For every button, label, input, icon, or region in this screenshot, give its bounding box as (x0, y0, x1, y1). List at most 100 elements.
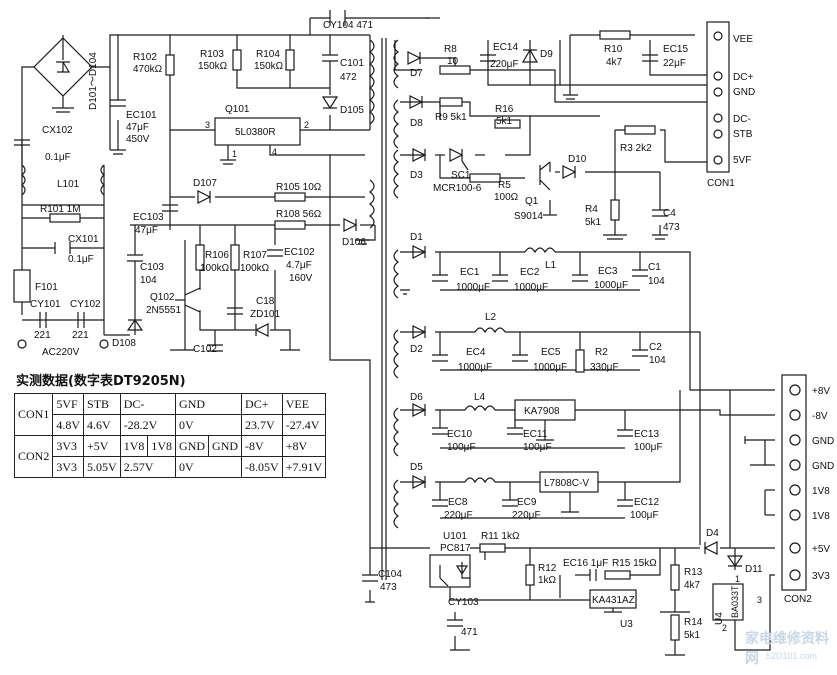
label-u4p3: 3 (757, 595, 762, 605)
cell: GND (175, 393, 243, 415)
label-c104: C104 (378, 569, 402, 580)
label-p3: 3 (205, 120, 210, 130)
con2-pin-gnd2: GND (812, 461, 834, 472)
label-ac: AC220V (42, 347, 80, 358)
connector-con2 (781, 374, 807, 591)
con1-pin-dcminus: DC- (733, 114, 751, 125)
con1-pin-vee: VEE (733, 34, 753, 45)
label-c1: C1 (648, 262, 661, 273)
label-r108: R108 56Ω (276, 209, 322, 220)
label-ec5: EC5 (541, 347, 561, 358)
ic-q101 (214, 117, 301, 146)
label-ec102v1: 4.7μF (286, 260, 312, 271)
table-row: CON1 5VF STB DC- GND DC+ VEE (13, 393, 327, 436)
label-d8: D8 (410, 118, 423, 129)
label-ec14v: 220μF (490, 59, 519, 70)
label-u4: U4 (714, 612, 725, 625)
diode-d106 (343, 218, 358, 232)
con2-labels: +8V -8V GND GND 1V8 1V8 +5V 3V3 CON2 (784, 386, 834, 605)
label-d4: D4 (706, 528, 719, 539)
ac-plug (17, 339, 109, 349)
zener-zd101 (254, 323, 269, 337)
cell: -28.2V (119, 414, 177, 436)
resistor-r106 (195, 244, 205, 271)
label-l4: L4 (474, 392, 486, 403)
inductor-l3 (464, 477, 496, 484)
label-cy101v: 221 (34, 330, 51, 341)
ground-symbols (52, 17, 750, 656)
label-ka7908: KA7908 (524, 406, 560, 417)
label-r4: R4 (585, 204, 598, 215)
label-r3: R3 2k2 (620, 143, 652, 154)
label-ec3v: 1000μF (594, 280, 628, 291)
label-c101: C101 (340, 58, 364, 69)
cell: 2.57V (119, 456, 177, 478)
diode-d2 (412, 325, 427, 339)
label-ec103: EC103 (133, 212, 164, 223)
label-cy104: CY104 471 (323, 20, 373, 31)
diode-d107 (197, 190, 212, 204)
label-ec11: EC11 (523, 429, 548, 440)
con2-pin-plus8v: +8V (812, 386, 830, 397)
capacitor-c4 (652, 209, 668, 217)
label-d11: D11 (745, 564, 763, 575)
table-row: 4.8V 4.6V -28.2V 0V 23.7V -27.4V (15, 414, 327, 436)
cell: -27.4V (281, 414, 327, 436)
con1-labels: VEE DC+ GND DC- STB 5VF CON1 (707, 34, 755, 189)
label-ec1: EC1 (460, 267, 480, 278)
capacitor-ec2 (492, 274, 508, 282)
label-q1: Q1 (525, 196, 539, 207)
label-ec5v: 1000μF (533, 362, 567, 373)
row-label-con2: CON2 (13, 435, 54, 478)
fuse-f101 (13, 269, 31, 303)
capacitor-c103 (127, 254, 143, 275)
label-sc1v: MCR100-6 (433, 183, 482, 194)
cell: DC- (119, 393, 177, 415)
label-ec103v: 47μF (135, 225, 158, 236)
regulator-ka431az (589, 589, 637, 609)
label-r104v: 150kΩ (254, 61, 284, 72)
cell: GND (175, 435, 210, 457)
label-r15: R15 15kΩ (612, 558, 657, 569)
cell: 5.05V (83, 456, 121, 478)
capacitor-ec9 (502, 499, 518, 507)
resistor-r14 (670, 614, 680, 641)
con2-pin-1v8a: 1V8 (812, 486, 830, 497)
resistor-r8 (439, 65, 471, 75)
transformer (369, 38, 399, 580)
label-r5v: 100Ω (494, 192, 519, 203)
label-c4: C4 (663, 208, 676, 219)
label-r4v: 5k1 (585, 217, 602, 228)
transistor-q102 (184, 287, 201, 313)
label-ec1v: 1000μF (456, 282, 490, 293)
label-r16v: 5k1 (496, 116, 513, 127)
row-label-con1: CON1 (13, 393, 54, 436)
label-ec101v2: 450V (126, 134, 150, 145)
resistor-r5 (469, 173, 501, 183)
label-q102v: 2N5551 (146, 305, 181, 316)
label-pc817: PC817 (440, 543, 471, 554)
capacitor-c1 (632, 269, 648, 277)
label-d107: D107 (193, 178, 217, 189)
label-f101: F101 (35, 282, 58, 293)
label-ec10v: 100μF (447, 442, 476, 453)
label-q101: Q101 (225, 104, 250, 115)
con1-pin-dcplus: DC+ (733, 72, 753, 83)
label-r103: R103 (200, 49, 224, 60)
label-r102: R102 (133, 52, 157, 63)
diode-d4 (703, 541, 718, 555)
label-ec12v: 100μF (630, 510, 659, 521)
capacitor-c104 (362, 574, 378, 582)
cell: 3V3 (52, 456, 85, 478)
label-l101: L101 (57, 179, 80, 190)
label-c18: C18 (256, 296, 275, 307)
resistor-r16 (494, 119, 521, 129)
cell: DC+ (241, 393, 283, 415)
label-d2: D2 (410, 344, 423, 355)
capacitor-ec14 (480, 54, 496, 62)
label-c102: C102 (193, 344, 217, 355)
con2-pin-gnd1: GND (812, 436, 834, 447)
cell: 3V3 (52, 435, 85, 457)
label-cy101: CY101 (30, 299, 61, 310)
resistor-r105 (274, 192, 306, 202)
